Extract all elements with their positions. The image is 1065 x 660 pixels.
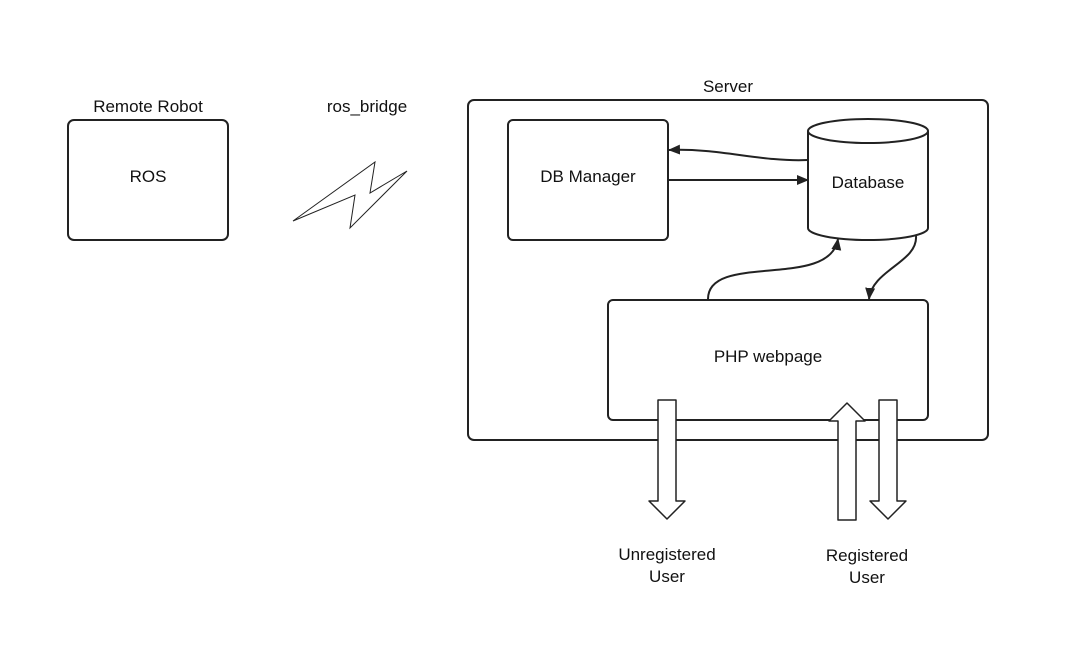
arrow-database-to-php: [865, 235, 918, 300]
registered-user-label-line2: User: [849, 568, 885, 587]
server-title: Server: [702, 77, 754, 96]
block-arrow-from-registered-user: [828, 402, 866, 521]
ros-node-label: ROS: [129, 167, 167, 186]
remote-robot-title: Remote Robot: [93, 97, 203, 116]
db-manager-label: DB Manager: [540, 167, 636, 186]
ros-node-box: [67, 119, 229, 241]
php-webpage-label: PHP webpage: [713, 347, 823, 366]
arrow-php-to-database: [707, 238, 842, 300]
database-label: Database: [831, 173, 905, 192]
unregistered-user-label-line2: User: [649, 567, 685, 586]
block-arrow-to-unregistered-user: [648, 399, 686, 520]
registered-user-label-line1: Registered: [825, 546, 909, 565]
ros-bridge-label: ros_bridge: [326, 97, 408, 116]
lightning-bolt-icon: [292, 160, 408, 230]
db-manager-box: [507, 119, 669, 241]
php-webpage-box: [607, 299, 929, 421]
unregistered-user-label-line1: Unregistered: [618, 545, 716, 564]
database-cylinder: [807, 118, 929, 241]
arrow-database-to-dbmanager: [668, 144, 809, 162]
block-arrow-to-registered-user: [869, 399, 907, 520]
